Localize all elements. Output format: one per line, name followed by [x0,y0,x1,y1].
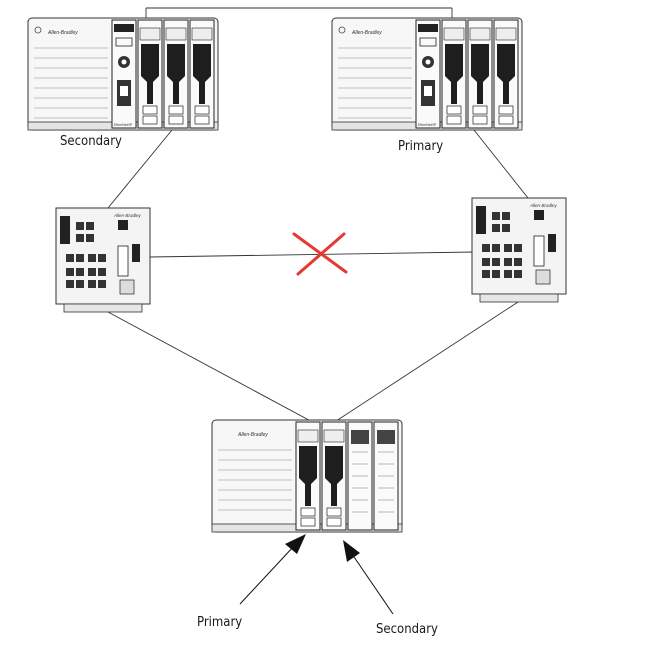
right-stratix-switch: Allen-Bradley [471,197,567,303]
link-secondary-chassis-to-left-switch [107,129,173,209]
network-links [107,7,529,426]
top-right-chassis-brand: Allen-Bradley [351,30,382,36]
arrow-to-secondary-module [343,540,394,615]
link-primary-chassis-to-right-switch [473,129,529,199]
top-left-module-label: EtherNet/IP [114,123,133,127]
label-top-left-secondary: Secondary [60,134,122,149]
top-right-controllogix-chassis: Allen-Bradley EtherNet/IP [331,17,523,131]
top-right-module-label: EtherNet/IP [418,123,437,127]
label-bottom-secondary: Secondary [376,622,438,637]
top-left-controllogix-chassis: Allen-Bradley EtherNet/IP [27,17,219,131]
label-bottom-primary: Primary [197,615,243,630]
bottom-controllogix-chassis: Allen-Bradley [211,419,403,533]
top-left-chassis-brand: Allen-Bradley [47,30,78,36]
link-left-switch-to-right-switch [149,251,475,258]
broken-link-x-icon [292,232,348,276]
link-left-switch-to-bottom-chassis [107,311,319,426]
link-right-switch-to-bottom-chassis [329,301,519,426]
arrow-to-primary-module [239,534,306,605]
left-stratix-switch: Allen-Bradley [55,207,151,313]
label-top-right-primary: Primary [398,139,444,154]
left-switch-brand: Allen-Bradley [113,213,142,218]
bottom-chassis-brand: Allen-Bradley [237,432,268,438]
right-switch-brand: Allen-Bradley [529,203,558,208]
